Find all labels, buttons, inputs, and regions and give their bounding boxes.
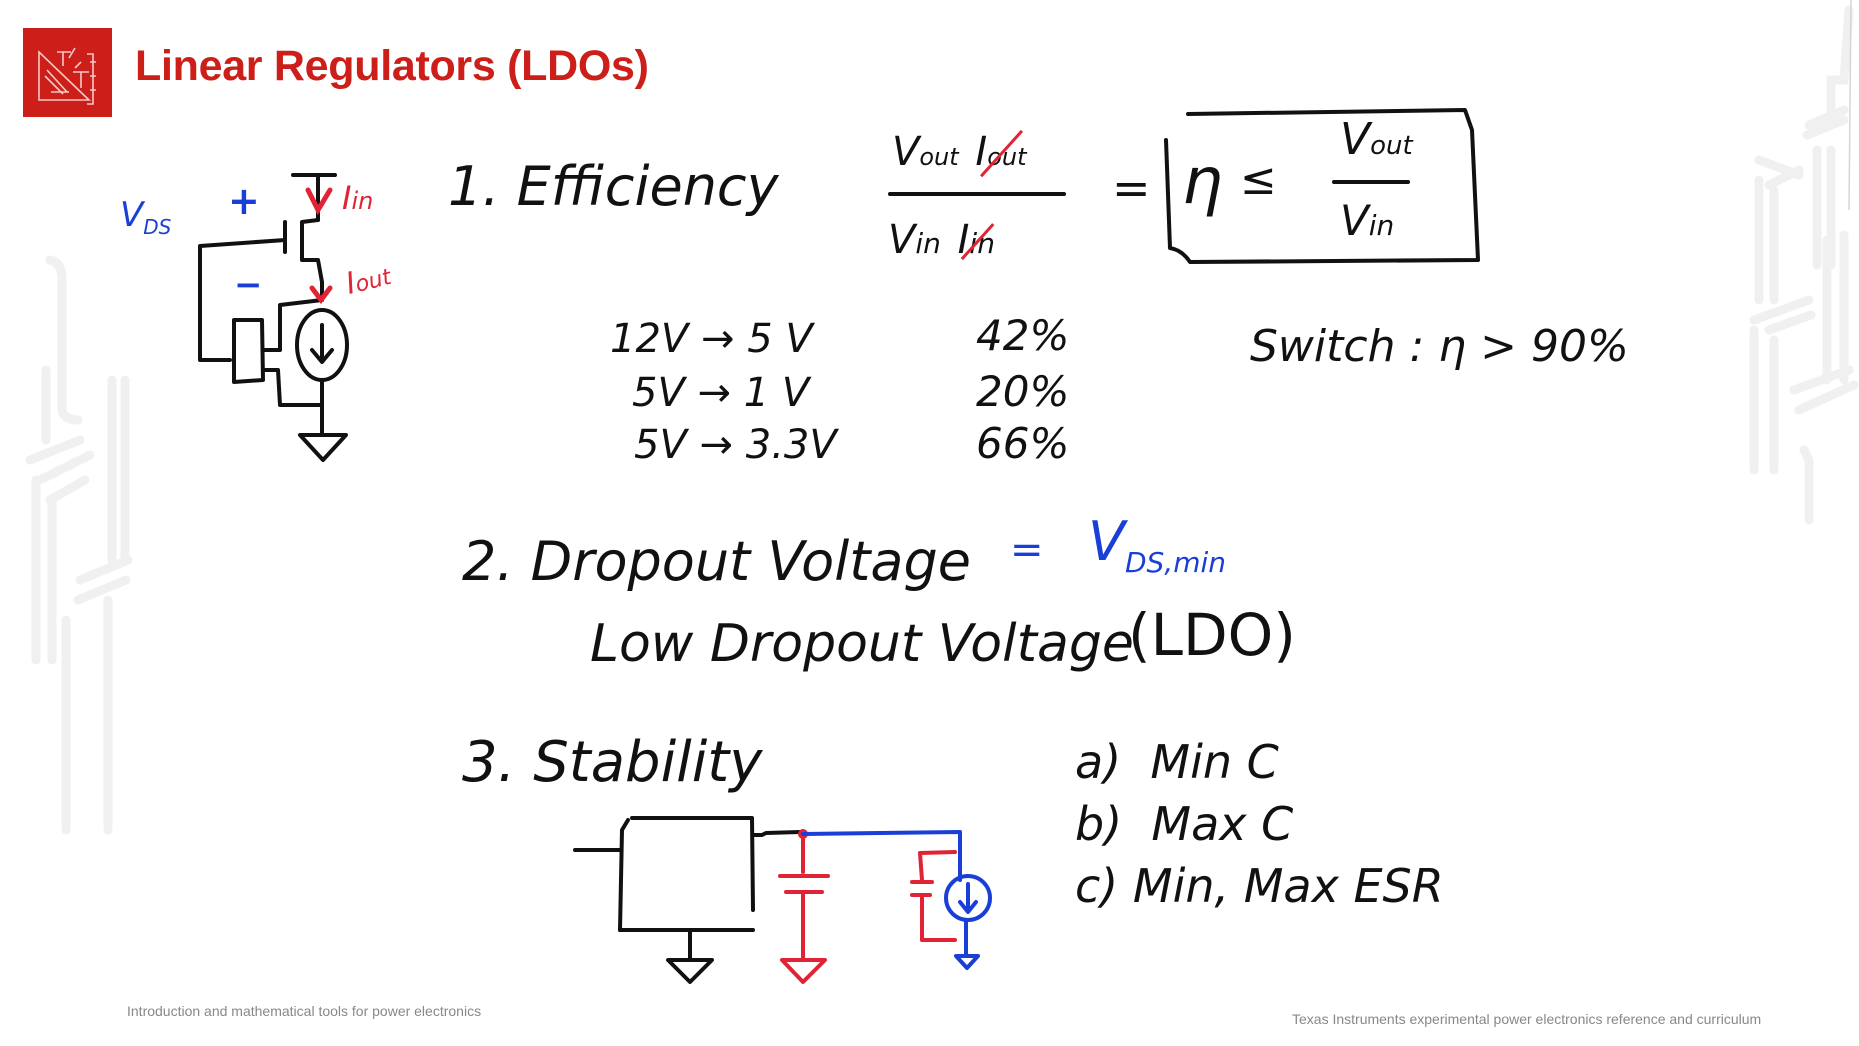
brand-logo [23,28,112,117]
example-efficiency: 42% [976,311,1070,360]
drafting-triangle-circuit-icon [38,47,96,105]
example-efficiency: 66% [976,419,1070,468]
example-row: 12V → 5 V [610,316,813,362]
criteria-item: b) Max C [1075,797,1294,851]
dropout-equals: = [1010,527,1044,573]
criteria-item: c) Min, Max ESR [1075,859,1444,913]
page-title: Linear Regulators (LDOs) [135,42,649,90]
efficiency-fraction: Vout Iout Vin Iin [880,120,1100,290]
boxed-numerator: Vout [1340,114,1413,165]
eta-symbol: η [1182,145,1223,219]
example-row: 5V → 3.3V [634,422,837,468]
example-efficiency: 20% [976,367,1070,416]
leq-symbol: ≤ [1240,154,1277,205]
pass-transistor-schematic [198,173,349,462]
ldo-acronym: (LDO) [1128,601,1296,669]
section-dropout-heading: 2. Dropout Voltage [462,530,971,593]
label-vds: VDS [120,195,172,239]
label-plus: + [228,179,260,223]
circuit-trace-decoration-right [1749,0,1859,525]
fraction-numerator: Vout Iout [892,129,1027,175]
circuit-trace-decoration-left [25,255,133,835]
label-iin: Iin [342,179,374,217]
ldo-pass-transistor-sketch: VDS + − Iin Iout [110,160,440,470]
stability-circuit-sketch [560,800,1010,990]
section-stability-heading: 3. Stability [462,730,763,795]
regulator-output-capacitor-schematic [573,816,992,984]
boxed-fraction-bar [1332,180,1410,184]
fraction-denominator: Vin Iin [888,217,995,263]
stability-criteria-list: a) Min C b) Max C c) Min, Max ESR [1075,735,1495,925]
boxed-denominator: Vin [1340,196,1395,245]
dropout-value: VDS,min [1088,510,1226,579]
label-minus: − [234,265,263,305]
efficiency-bound-box: η ≤ Vout Vin [1160,100,1480,270]
fraction-bar [888,192,1066,196]
low-dropout-voltage-label: Low Dropout Voltage [590,614,1134,674]
equals-sign: = [1112,161,1151,215]
switcher-efficiency-note: Switch : η > 90% [1250,321,1629,372]
footer-course-title: Introduction and mathematical tools for … [127,1003,482,1019]
example-row: 5V → 1 V [632,370,810,416]
criteria-item: a) Min C [1075,735,1279,789]
section-efficiency-heading: 1. Efficiency [448,155,779,218]
hand-drawn-box [1164,108,1480,264]
efficiency-examples-list: 12V → 5 V 42% 5V → 1 V 20% 5V → 3.3V 66% [610,315,1110,475]
footer-attribution: Texas Instruments experimental power ele… [1292,1011,1762,1027]
